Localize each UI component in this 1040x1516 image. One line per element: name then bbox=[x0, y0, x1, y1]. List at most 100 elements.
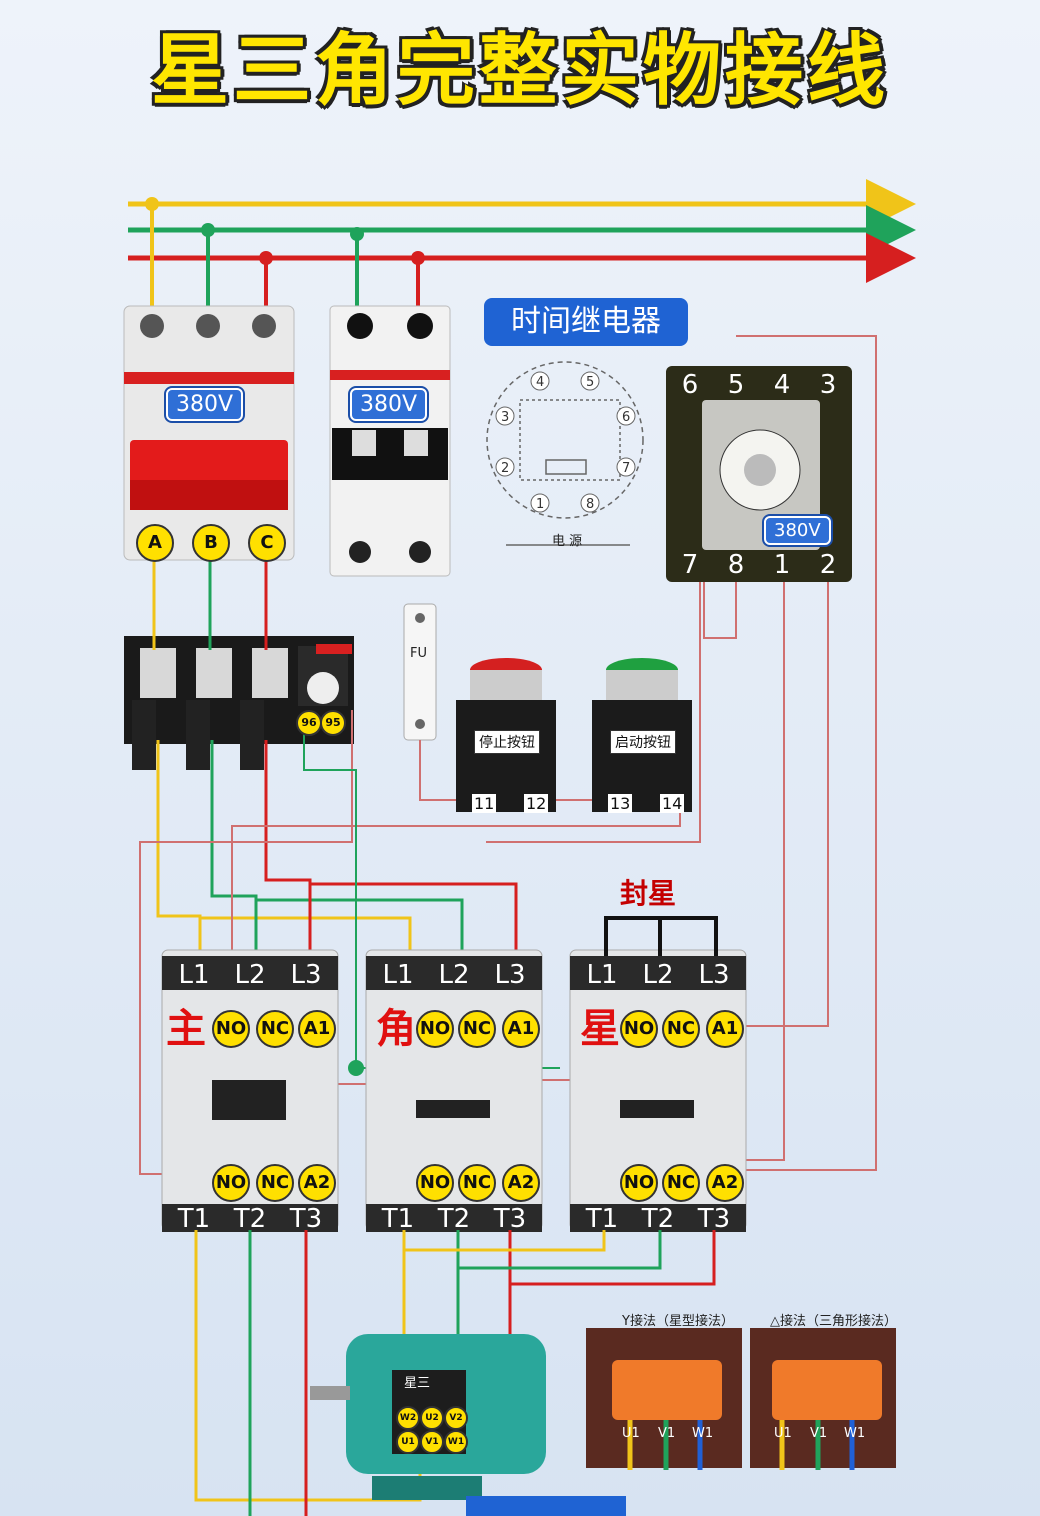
svg-text:3: 3 bbox=[501, 410, 509, 425]
delta-connection-panel bbox=[750, 1328, 896, 1470]
star-t2: T2 bbox=[641, 1204, 675, 1234]
main-t1: T1 bbox=[177, 1204, 211, 1234]
stop-button-label: 停止按钮 bbox=[474, 730, 540, 754]
stop-terminal-12: 12 bbox=[524, 794, 549, 813]
relay-supply-caption: 电 源 bbox=[552, 534, 583, 549]
start-terminal-14: 14 bbox=[660, 794, 685, 813]
thermal-overload-relay bbox=[124, 636, 354, 770]
star-aux-nc-bottom: NC bbox=[662, 1164, 700, 1202]
star-t3: T3 bbox=[697, 1204, 731, 1234]
main-a2: A2 bbox=[298, 1164, 336, 1202]
delta-panel-u1: U1 bbox=[774, 1426, 792, 1441]
main-aux-nc: NC bbox=[256, 1010, 294, 1048]
relay-terminal-1: 1 bbox=[773, 550, 791, 580]
star-t1: T1 bbox=[585, 1204, 619, 1234]
delta-t1: T1 bbox=[381, 1204, 415, 1234]
breaker2p-voltage-tag: 380V bbox=[350, 388, 428, 421]
motor-u2: U2 bbox=[420, 1406, 444, 1430]
stop-terminal-11: 11 bbox=[472, 794, 497, 813]
contactor-bodies bbox=[161, 949, 747, 1232]
svg-text:2: 2 bbox=[501, 461, 509, 476]
delta-aux-no: NO bbox=[416, 1010, 454, 1048]
star-contactor-label: 星 bbox=[580, 1006, 620, 1052]
y-panel-u1: U1 bbox=[622, 1426, 640, 1441]
main-contactor-label: 主 bbox=[166, 1006, 206, 1052]
delta-a2: A2 bbox=[502, 1164, 540, 1202]
relay-terminal-5: 5 bbox=[727, 370, 745, 400]
time-relay-tag: 时间继电器 bbox=[484, 298, 688, 346]
svg-text:8: 8 bbox=[586, 497, 594, 512]
main-aux-nc-bottom: NC bbox=[256, 1164, 294, 1202]
y-connection-panel bbox=[586, 1328, 742, 1470]
motor-u1: U1 bbox=[396, 1430, 420, 1454]
overload-terminal-96: 96 bbox=[296, 710, 322, 736]
main-a1: A1 bbox=[298, 1010, 336, 1048]
motor-v1: V1 bbox=[420, 1430, 444, 1454]
relay-terminal-6: 6 bbox=[681, 370, 699, 400]
delta-a1: A1 bbox=[502, 1010, 540, 1048]
phase-b-label: B bbox=[192, 524, 230, 562]
breaker3p-voltage-tag: 380V bbox=[166, 388, 244, 421]
main-l3: L3 bbox=[290, 960, 322, 990]
star-aux-no-bottom: NO bbox=[620, 1164, 658, 1202]
relay-voltage-tag: 380V bbox=[764, 516, 831, 545]
star-aux-nc: NC bbox=[662, 1010, 700, 1048]
svg-text:6: 6 bbox=[622, 410, 630, 425]
relay-pin-numbers: 4 5 3 6 2 7 1 8 bbox=[495, 371, 636, 513]
delta-aux-nc: NC bbox=[458, 1010, 496, 1048]
y-panel-w1: W1 bbox=[692, 1426, 714, 1441]
delta-aux-no-bottom: NO bbox=[416, 1164, 454, 1202]
relay-terminal-7: 7 bbox=[681, 550, 699, 580]
delta-l2: L2 bbox=[438, 960, 470, 990]
delta-panel-v1: V1 bbox=[810, 1426, 828, 1441]
phase-c-label: C bbox=[248, 524, 286, 562]
main-l1: L1 bbox=[178, 960, 210, 990]
phase-a-label: A bbox=[136, 524, 174, 562]
svg-text:7: 7 bbox=[622, 461, 630, 476]
relay-pin-diagram bbox=[486, 361, 644, 546]
y-panel-v1: V1 bbox=[658, 1426, 676, 1441]
delta-l3: L3 bbox=[494, 960, 526, 990]
delta-contactor-label: 角 bbox=[376, 1006, 416, 1052]
star-aux-no: NO bbox=[620, 1010, 658, 1048]
delta-t3: T3 bbox=[493, 1204, 527, 1234]
delta-t2: T2 bbox=[437, 1204, 471, 1234]
svg-text:5: 5 bbox=[586, 375, 594, 390]
svg-text:1: 1 bbox=[536, 497, 544, 512]
breaker-2pole bbox=[329, 305, 451, 577]
overload-terminal-95: 95 bbox=[320, 710, 346, 736]
star-seal-label: 封星 bbox=[620, 877, 677, 910]
svg-text:4: 4 bbox=[536, 375, 544, 390]
delta-panel-caption: △接法（三角形接法） bbox=[770, 1314, 897, 1329]
motor-v2: V2 bbox=[444, 1406, 468, 1430]
start-terminal-13: 13 bbox=[608, 794, 633, 813]
fuse-label: FU bbox=[410, 646, 427, 661]
star-l2: L2 bbox=[642, 960, 674, 990]
main-aux-no-bottom: NO bbox=[212, 1164, 250, 1202]
star-l1: L1 bbox=[586, 960, 618, 990]
delta-l1: L1 bbox=[382, 960, 414, 990]
relay-terminal-3: 3 bbox=[819, 370, 837, 400]
motor-box-label: 星三 bbox=[404, 1376, 431, 1391]
start-button-label: 启动按钮 bbox=[610, 730, 676, 754]
star-l3: L3 bbox=[698, 960, 730, 990]
main-l2: L2 bbox=[234, 960, 266, 990]
stop-button-body bbox=[456, 658, 556, 812]
motor-w2: W2 bbox=[396, 1406, 420, 1430]
relay-terminal-2: 2 bbox=[819, 550, 837, 580]
fuse bbox=[403, 603, 437, 741]
star-a1: A1 bbox=[706, 1010, 744, 1048]
main-t3: T3 bbox=[289, 1204, 323, 1234]
start-button-body bbox=[592, 658, 692, 812]
delta-aux-nc-bottom: NC bbox=[458, 1164, 496, 1202]
y-panel-caption: Y接法（星型接法） bbox=[622, 1314, 734, 1329]
motor-w1: W1 bbox=[444, 1430, 468, 1454]
main-aux-no: NO bbox=[212, 1010, 250, 1048]
relay-terminal-8: 8 bbox=[727, 550, 745, 580]
breaker-3pole bbox=[123, 305, 295, 561]
star-a2: A2 bbox=[706, 1164, 744, 1202]
relay-terminal-4: 4 bbox=[773, 370, 791, 400]
diagram-title: 星三角完整实物接线 bbox=[150, 26, 889, 116]
main-t2: T2 bbox=[233, 1204, 267, 1234]
